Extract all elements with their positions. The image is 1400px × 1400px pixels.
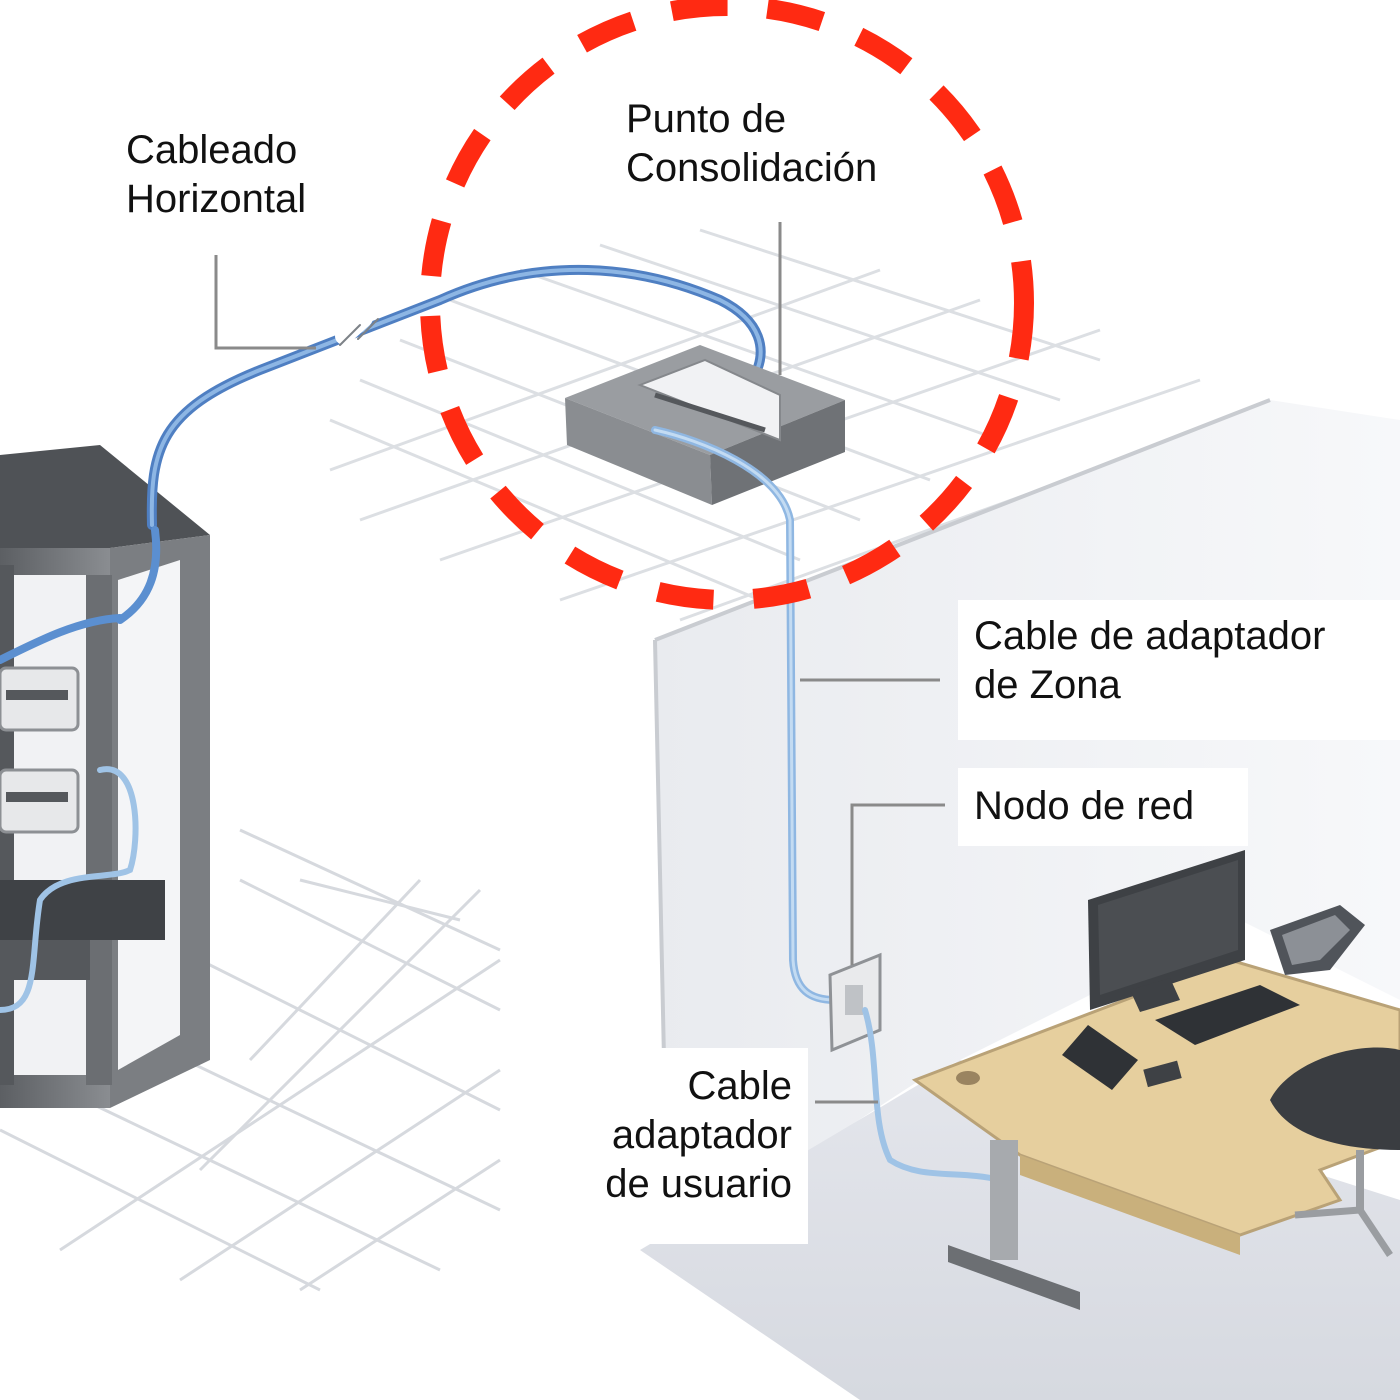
leader-lines (214, 222, 945, 1104)
consolidation-point-label: Punto de Consolidación (626, 95, 877, 193)
floor-grid (0, 828, 501, 1292)
consolidation-point-label-line-1: Punto de (626, 97, 787, 141)
user-adapter-cable-label-line-2: adaptador (611, 1113, 792, 1157)
zone-adapter-cable (651, 426, 839, 1004)
user-adapter-cable-label-line-1: Cable (687, 1064, 792, 1108)
desk-workstation (911, 850, 1400, 1310)
office-chair (1270, 1047, 1400, 1257)
consolidation-highlight-circle (420, 0, 1034, 610)
zone-adapter-cable-label-line-1: Cable de adaptador (974, 614, 1326, 658)
network-rack (0, 445, 210, 1108)
desk-phone (1270, 905, 1365, 975)
zone-adapter-cable-label: Cable de adaptador de Zona (958, 600, 1400, 740)
keyboard (1155, 985, 1300, 1045)
user-adapter-cable (862, 1007, 1003, 1183)
horizontal-cabling-label-line-1: Cableado (126, 128, 298, 172)
horizontal-cable (0, 264, 766, 1013)
office-wall (640, 398, 1400, 1400)
patch-panel (0, 666, 80, 834)
network-node-label: Nodo de red (958, 768, 1248, 846)
consolidation-box (565, 345, 845, 505)
horizontal-cabling-label-line-2: Horizontal (126, 177, 307, 221)
consolidation-point-label-line-2: Consolidación (626, 146, 878, 190)
user-adapter-cable-label: Cable adaptador de usuario (572, 1048, 808, 1244)
tablet (1062, 1025, 1138, 1090)
user-adapter-cable-label-line-3: de usuario (605, 1162, 792, 1206)
zone-adapter-cable-label-line-2: de Zona (974, 663, 1121, 707)
horizontal-cabling-label: Cableado Horizontal (126, 126, 306, 224)
computer-monitor (1088, 850, 1245, 1012)
network-node-label-line-1: Nodo de red (974, 784, 1195, 828)
